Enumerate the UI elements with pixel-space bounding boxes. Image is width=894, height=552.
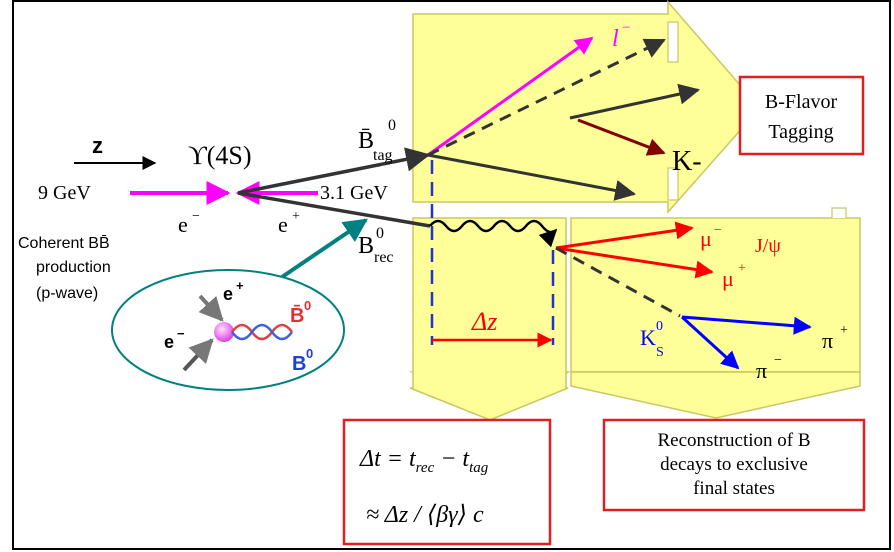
production-line2: production bbox=[36, 259, 111, 276]
inset-helix-red bbox=[230, 323, 294, 341]
lepton-track bbox=[427, 36, 594, 157]
inset-eplus-label: e bbox=[223, 284, 233, 304]
pi-plus-track bbox=[681, 315, 812, 335]
tag-panel-notch bbox=[667, 21, 679, 63]
resonance-label: ϒ(4S) bbox=[188, 141, 252, 170]
b-rec-sup: 0 bbox=[376, 225, 384, 242]
inset-eplus-arrow bbox=[198, 294, 224, 322]
b-rec-label: B bbox=[358, 233, 374, 259]
electron-sup: − bbox=[192, 209, 200, 224]
b-rec-track bbox=[237, 191, 431, 228]
mu-minus-track bbox=[555, 221, 694, 250]
electron-label: e bbox=[178, 212, 188, 237]
reconstruction-line2: decays to exclusive bbox=[660, 454, 808, 475]
tag-secondary-track bbox=[569, 83, 701, 120]
reconstruction-line3: final states bbox=[693, 478, 775, 499]
z-label: z bbox=[92, 133, 103, 158]
mu-minus-label: μ bbox=[700, 226, 712, 251]
production-line1: Coherent BB̄ bbox=[18, 235, 110, 252]
flavor-tagging-line1: B-Flavor bbox=[765, 91, 838, 113]
kaon-label: K- bbox=[672, 146, 702, 177]
reco-panel-arrow bbox=[570, 371, 861, 419]
ks-dashed-track bbox=[555, 246, 681, 318]
formula-line1: Δt = trec − ttag bbox=[359, 446, 489, 476]
b-tag-track bbox=[237, 147, 431, 195]
b-tag-sub: tag bbox=[373, 147, 393, 164]
inset-helix-blue bbox=[230, 323, 294, 341]
neutral-dashed-track bbox=[427, 38, 666, 157]
mu-plus-track bbox=[555, 246, 714, 279]
inset-eplus-sup: + bbox=[236, 278, 244, 293]
reco-panel-notch bbox=[831, 207, 847, 218]
ks-sup: 0 bbox=[656, 319, 663, 334]
inset-eminus-label: e bbox=[164, 332, 174, 352]
tag-lower-track bbox=[427, 153, 637, 201]
inset-b0-sup: 0 bbox=[306, 346, 313, 361]
b-rec-wavy-track bbox=[429, 219, 558, 248]
lepton-label: l bbox=[612, 26, 619, 52]
formula-line2: ≈ Δz / ⟨βγ⟩ c bbox=[366, 502, 484, 528]
inset-b0bar-label: B̄ bbox=[290, 305, 304, 327]
reconstruction-box bbox=[602, 418, 866, 512]
b-rec-sub: rec bbox=[374, 249, 394, 266]
inset-eminus-sup: − bbox=[177, 326, 185, 341]
pi-minus-track bbox=[680, 315, 740, 370]
ks-label: K bbox=[640, 325, 656, 350]
energy-left: 9 GeV bbox=[38, 182, 91, 204]
mu-minus-sup: − bbox=[714, 223, 722, 238]
flavor-tagging-line2: Tagging bbox=[768, 121, 833, 143]
energy-right: 3.1 GeV bbox=[320, 182, 388, 204]
inset-collision-ball bbox=[214, 322, 234, 342]
mu-plus-label: μ bbox=[722, 266, 734, 291]
positron-sup: + bbox=[292, 209, 300, 224]
production-line3: (p-wave) bbox=[36, 285, 98, 302]
inset-eminus-arrow bbox=[182, 338, 214, 372]
positron-label: e bbox=[278, 212, 288, 237]
kaon-track bbox=[577, 118, 666, 156]
tag-panel-notch-2 bbox=[667, 167, 679, 201]
lepton-sup: − bbox=[622, 20, 630, 36]
inset-pointer-arrow bbox=[280, 218, 368, 279]
mu-plus-sup: + bbox=[738, 261, 746, 276]
jpsi-label: J/ψ bbox=[755, 235, 781, 257]
flavor-tagging-box bbox=[738, 75, 865, 156]
inset-b0bar-sup: 0 bbox=[304, 298, 311, 313]
pi-minus-label: π bbox=[756, 358, 767, 383]
b-tag-label: B̄ bbox=[358, 128, 374, 154]
pi-minus-sup: − bbox=[774, 353, 782, 368]
ks-sub: S bbox=[656, 345, 664, 360]
pi-plus-label: π bbox=[822, 328, 833, 353]
inset-b0-label: B bbox=[292, 353, 306, 375]
pi-plus-sup: + bbox=[840, 323, 848, 338]
formula-box bbox=[342, 418, 552, 546]
reconstruction-line1: Reconstruction of B bbox=[657, 430, 810, 451]
deltaz-label: Δz bbox=[471, 307, 497, 336]
b-tag-sup: 0 bbox=[388, 117, 396, 134]
